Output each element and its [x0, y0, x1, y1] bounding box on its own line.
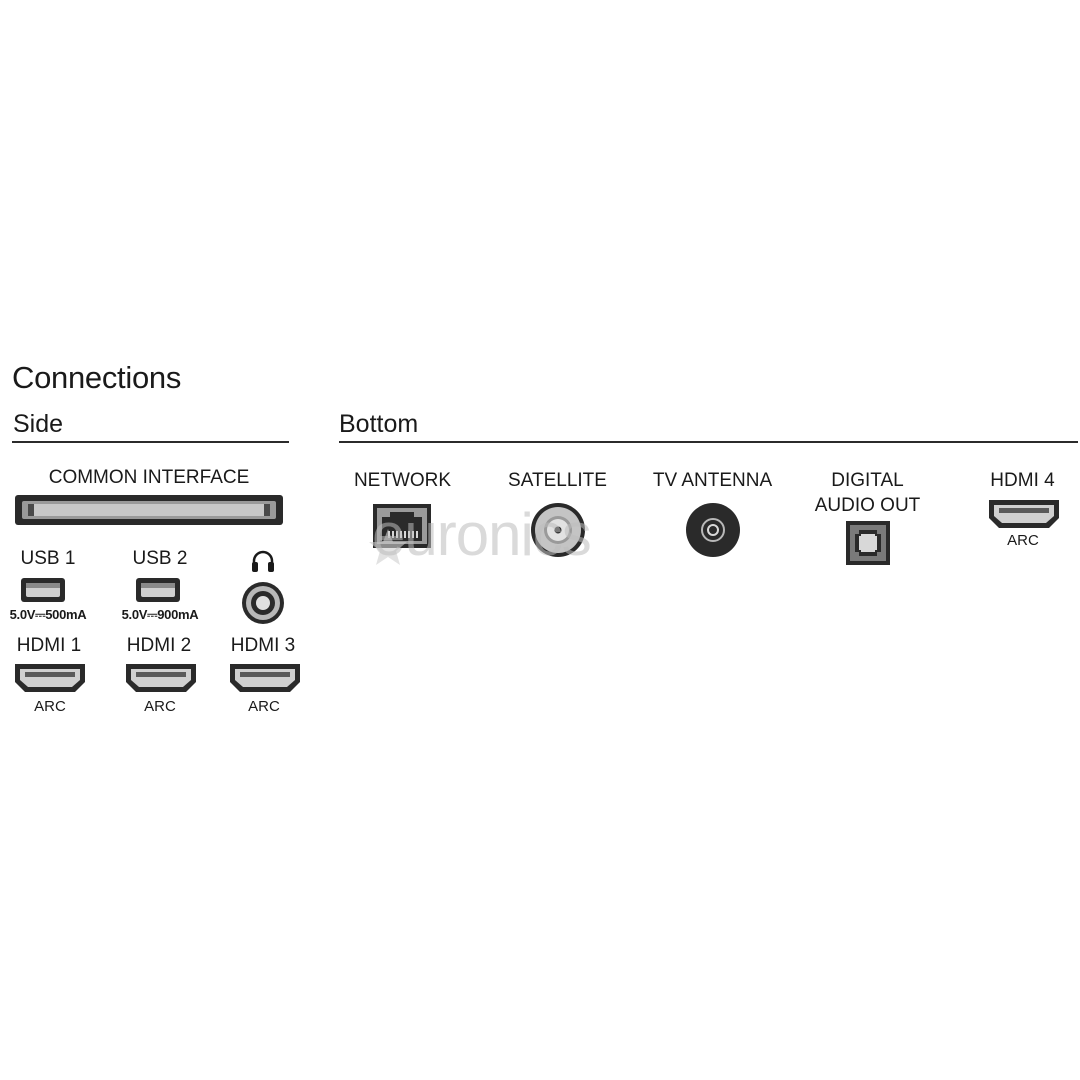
digital-audio-out-label-line2: AUDIO OUT — [814, 495, 921, 516]
tv-antenna-port-icon — [685, 502, 741, 558]
usb2-port-icon — [135, 577, 181, 603]
usb2-rating: 5.0V⎓900mA — [121, 607, 199, 622]
hdmi4-label: HDMI 4 — [990, 470, 1055, 491]
common-interface-slot — [14, 494, 284, 526]
hdmi2-label: HDMI 2 — [126, 635, 192, 656]
optical-audio-port-icon — [845, 520, 891, 566]
usb1-rating: 5.0V⎓500mA — [9, 607, 87, 622]
page-title: Connections — [12, 360, 182, 395]
network-label: NETWORK — [353, 470, 452, 491]
hdmi3-label: HDMI 3 — [230, 635, 296, 656]
side-rule — [12, 441, 289, 443]
hdmi3-port-icon — [228, 662, 302, 694]
usb2-label: USB 2 — [132, 548, 188, 569]
hdmi2-port-icon — [124, 662, 198, 694]
hdmi1-label: HDMI 1 — [16, 635, 82, 656]
bottom-heading: Bottom — [339, 410, 419, 438]
hdmi2-arc-label: ARC — [144, 698, 176, 715]
satellite-port-icon — [530, 502, 586, 558]
hdmi1-port-icon — [13, 662, 87, 694]
watermark-star-icon — [368, 527, 408, 567]
headphone-jack-port — [240, 580, 286, 626]
usb1-label: USB 1 — [20, 548, 76, 569]
headphones-icon — [250, 549, 276, 573]
hdmi4-arc-label: ARC — [1007, 532, 1039, 549]
hdmi3-arc-label: ARC — [248, 698, 280, 715]
bottom-rule — [339, 441, 1078, 443]
common-interface-label: COMMON INTERFACE — [48, 467, 250, 488]
hdmi1-arc-label: ARC — [34, 698, 66, 715]
hdmi4-port-icon — [987, 498, 1061, 530]
usb1-port-icon — [20, 577, 66, 603]
tv-antenna-label: TV ANTENNA — [652, 470, 773, 491]
watermark-logo: euronics — [372, 501, 592, 568]
side-heading: Side — [13, 410, 64, 438]
digital-audio-out-label-line1: DIGITAL — [831, 470, 904, 491]
satellite-label: SATELLITE — [508, 470, 607, 491]
